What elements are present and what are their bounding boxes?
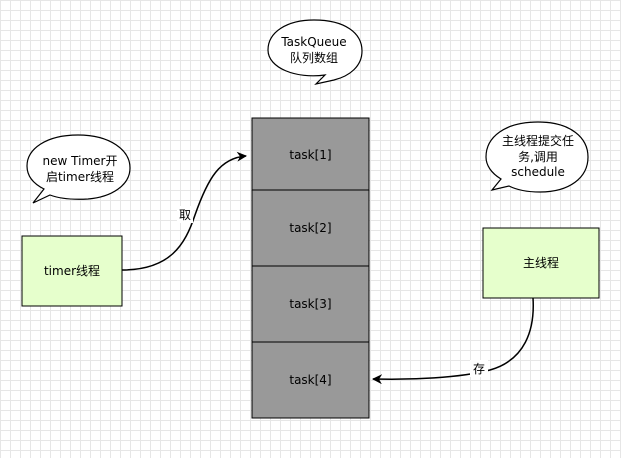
taskqueue-bubble-line2: 队列数组 <box>290 50 338 65</box>
timer-bubble: new Timer开 启timer线程 <box>26 134 131 204</box>
timer-thread-node: timer线程 <box>21 235 123 307</box>
task-cell-2-label: task[2] <box>289 221 331 235</box>
task-cell-4 <box>251 341 370 419</box>
task-cell-1-label: task[1] <box>289 148 331 162</box>
store-label: 存 <box>473 362 485 376</box>
main-thread-label: 主线程 <box>523 255 559 270</box>
take-label-bg <box>177 206 193 223</box>
main-bubble-line1: 主线程提交任 <box>502 133 574 148</box>
timer-bubble-line2: 启timer线程 <box>46 169 114 184</box>
main-bubble-line2: 务,调用 <box>518 149 558 164</box>
task-cell-3-label: task[3] <box>289 297 331 311</box>
taskqueue-bubble: TaskQueue 队列数组 <box>267 19 363 86</box>
task-cell-2 <box>251 189 370 267</box>
take-label: 取 <box>179 208 191 222</box>
task-cell-4-label: task[4] <box>289 373 331 387</box>
store-label-bg <box>470 360 488 377</box>
timer-thread-label: timer线程 <box>44 263 100 278</box>
take-arrow <box>121 151 247 271</box>
timer-bubble-line1: new Timer开 <box>43 154 118 168</box>
task-cell-1 <box>251 117 370 191</box>
main-bubble-line3: schedule <box>511 165 565 179</box>
task-cell-3 <box>251 265 370 343</box>
main-thread-node: 主线程 <box>482 227 600 299</box>
main-bubble: 主线程提交任 务,调用 schedule <box>485 121 589 193</box>
task-queue: task[1] task[2] task[3] task[4] <box>251 117 370 419</box>
store-arrow <box>372 297 534 385</box>
taskqueue-bubble-line1: TaskQueue <box>280 35 346 49</box>
